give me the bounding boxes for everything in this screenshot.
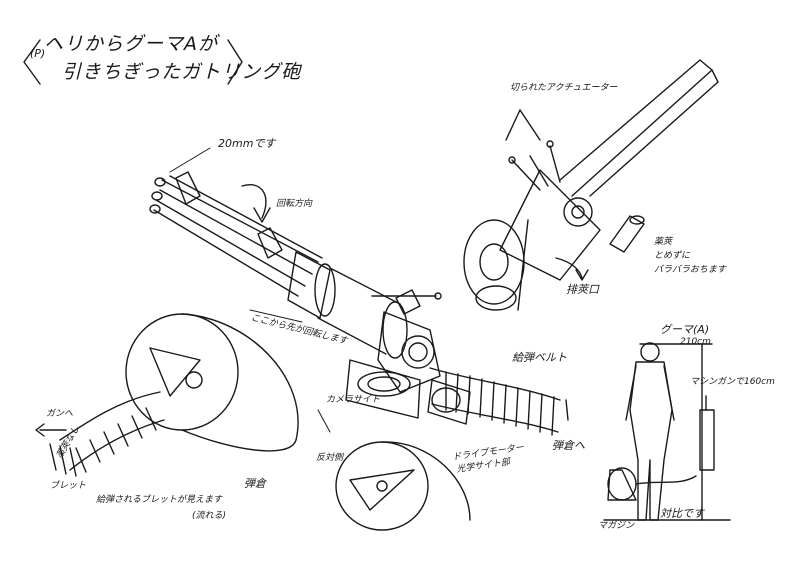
rotation-arrow: [241, 184, 271, 223]
shell-note-line-1: とめずに: [654, 251, 691, 261]
page-title-line-1: ヘリからグーマAが: [44, 33, 218, 55]
shell-casing: [609, 215, 645, 253]
page-title-line-2: 引きちぎったガトリング砲: [62, 61, 302, 83]
camera-sight-label: カメラサイト: [326, 395, 381, 405]
magazine-reverse-side: [335, 441, 471, 531]
gatling-barrels: [149, 171, 336, 319]
drum-magazine: [125, 313, 299, 452]
gatling-length-label: マシンガンで160cm: [690, 377, 775, 387]
leader-lines: [169, 147, 331, 433]
gatling-body: [317, 267, 471, 425]
shell-note-line-2: バラバラおちます: [654, 265, 726, 275]
ammo-belt-left: [35, 391, 165, 477]
feed-belt-label: 給弾ベルト: [512, 351, 567, 364]
to-gun-label: ガンへ: [46, 409, 74, 419]
shell-label: 薬莢: [654, 237, 673, 247]
fed-bullets-line-2: (流れる): [192, 511, 227, 521]
ejection-port-label: 排莢口: [566, 283, 599, 296]
magazine-label: 弾倉: [244, 477, 266, 490]
guma-height-label: 210cm: [680, 337, 711, 347]
severed-barrel-piece: [463, 59, 719, 311]
size-comparison-figure: [603, 342, 731, 521]
title-bracket: [23, 39, 243, 85]
caliber-label: 20mmです: [218, 137, 276, 150]
comparison-label: 対比です: [660, 507, 704, 520]
ejection-arrow: [555, 257, 589, 281]
reverse-side-label: 反対側: [316, 453, 344, 463]
rotation-label: 回転方向: [276, 199, 313, 209]
to-magazine-label: 弾倉へ: [552, 439, 585, 452]
guma-name-label: グーマ(A): [660, 323, 710, 336]
bullet-label: ブレット: [50, 481, 87, 491]
feed-belt-right: [429, 367, 569, 436]
actuators-label: 切られたアクチュエーター: [510, 83, 618, 93]
title-prefix: (P): [30, 47, 46, 60]
fed-bullets-line-1: 給弾されるブレットが見えます: [96, 495, 223, 505]
magazine-small-label: マガジン: [598, 521, 635, 531]
